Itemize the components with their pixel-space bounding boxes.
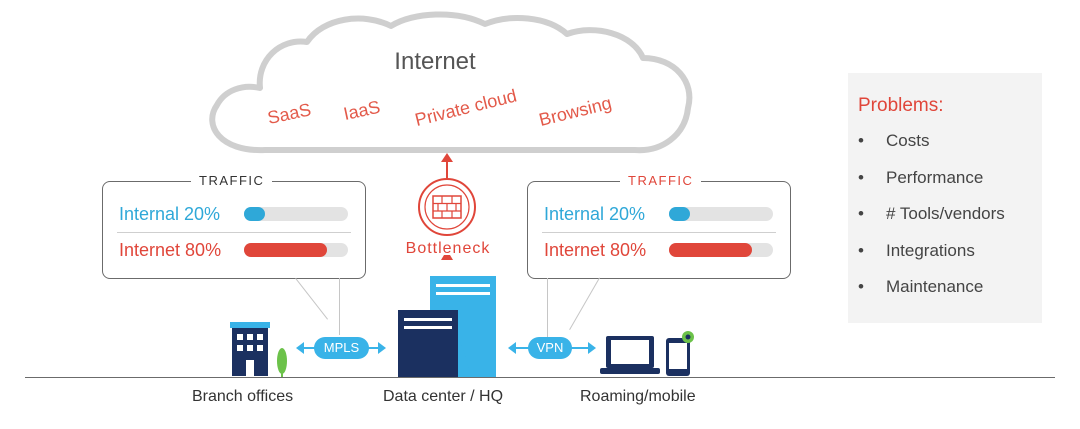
traffic-title: TRAFFIC	[191, 173, 273, 188]
internet-traffic-label: Internet 80%	[119, 240, 222, 260]
bullet-icon: •	[858, 240, 864, 260]
list-item: • Integrations	[858, 241, 1005, 278]
datacenter-building-icon	[398, 276, 496, 378]
problems-list: • Costs • Performance • # Tools/vendors • In…	[858, 131, 1005, 314]
firewall-icon	[418, 153, 476, 260]
branch-offices-label: Branch offices	[192, 388, 294, 405]
internal-traffic-label: Internal 20%	[119, 204, 221, 224]
internal-traffic-fill	[244, 207, 265, 221]
problem-text: Maintenance	[886, 277, 984, 296]
list-item: • Costs	[858, 131, 1005, 168]
internal-traffic-bar	[244, 207, 348, 221]
problem-text: # Tools/vendors	[886, 204, 1005, 223]
internet-traffic-fill	[669, 243, 753, 257]
cloud-title: Internet	[394, 48, 476, 75]
connector-line	[547, 278, 548, 338]
bullet-icon: •	[858, 131, 864, 150]
divider	[117, 232, 351, 233]
problems-panel: Problems: • Costs • Performance • # Tools/v…	[848, 73, 1042, 323]
bottleneck-label: Bottleneck	[405, 240, 491, 257]
problem-text: Costs	[886, 131, 930, 150]
connector-line	[569, 277, 600, 330]
internal-traffic-bar	[669, 207, 773, 221]
bullet-icon: •	[858, 204, 864, 223]
problem-text: Performance	[886, 167, 984, 187]
internal-traffic-fill	[669, 207, 690, 221]
internal-traffic-label: Internal 20%	[544, 204, 646, 224]
list-item: • Maintenance	[858, 277, 1005, 314]
list-item: • # Tools/vendors	[858, 204, 1005, 241]
bullet-icon: •	[858, 277, 864, 296]
laptop-phone-icon	[600, 331, 694, 376]
internet-traffic-bar	[669, 243, 773, 257]
arrow-left-icon	[508, 342, 516, 354]
mpls-badge: MPLS	[314, 337, 369, 359]
traffic-title: TRAFFIC	[620, 173, 702, 188]
list-item: • Performance	[858, 168, 1005, 205]
arrow-right-icon	[588, 342, 596, 354]
internet-traffic-label: Internet 80%	[544, 240, 647, 260]
traffic-box-left: TRAFFIC Internal 20% Internet 80%	[102, 173, 366, 279]
problems-title: Problems:	[858, 95, 944, 116]
connector-line	[339, 278, 340, 335]
ground-line	[25, 377, 1055, 378]
problem-text: Integrations	[886, 240, 975, 260]
internet-traffic-fill	[244, 243, 328, 257]
arrow-left-icon	[296, 342, 304, 354]
bullet-icon: •	[858, 167, 864, 187]
vpn-badge: VPN	[528, 337, 572, 359]
internet-traffic-bar	[244, 243, 348, 257]
divider	[542, 232, 776, 233]
arrow-right-icon	[378, 342, 386, 354]
datacenter-label: Data center / HQ	[383, 388, 504, 405]
traffic-box-right: TRAFFIC Internal 20% Internet 80%	[527, 173, 791, 279]
branch-building-icon	[230, 322, 287, 377]
connector-line	[295, 278, 329, 320]
internet-cloud	[209, 11, 693, 154]
roaming-label: Roaming/mobile	[580, 388, 696, 405]
